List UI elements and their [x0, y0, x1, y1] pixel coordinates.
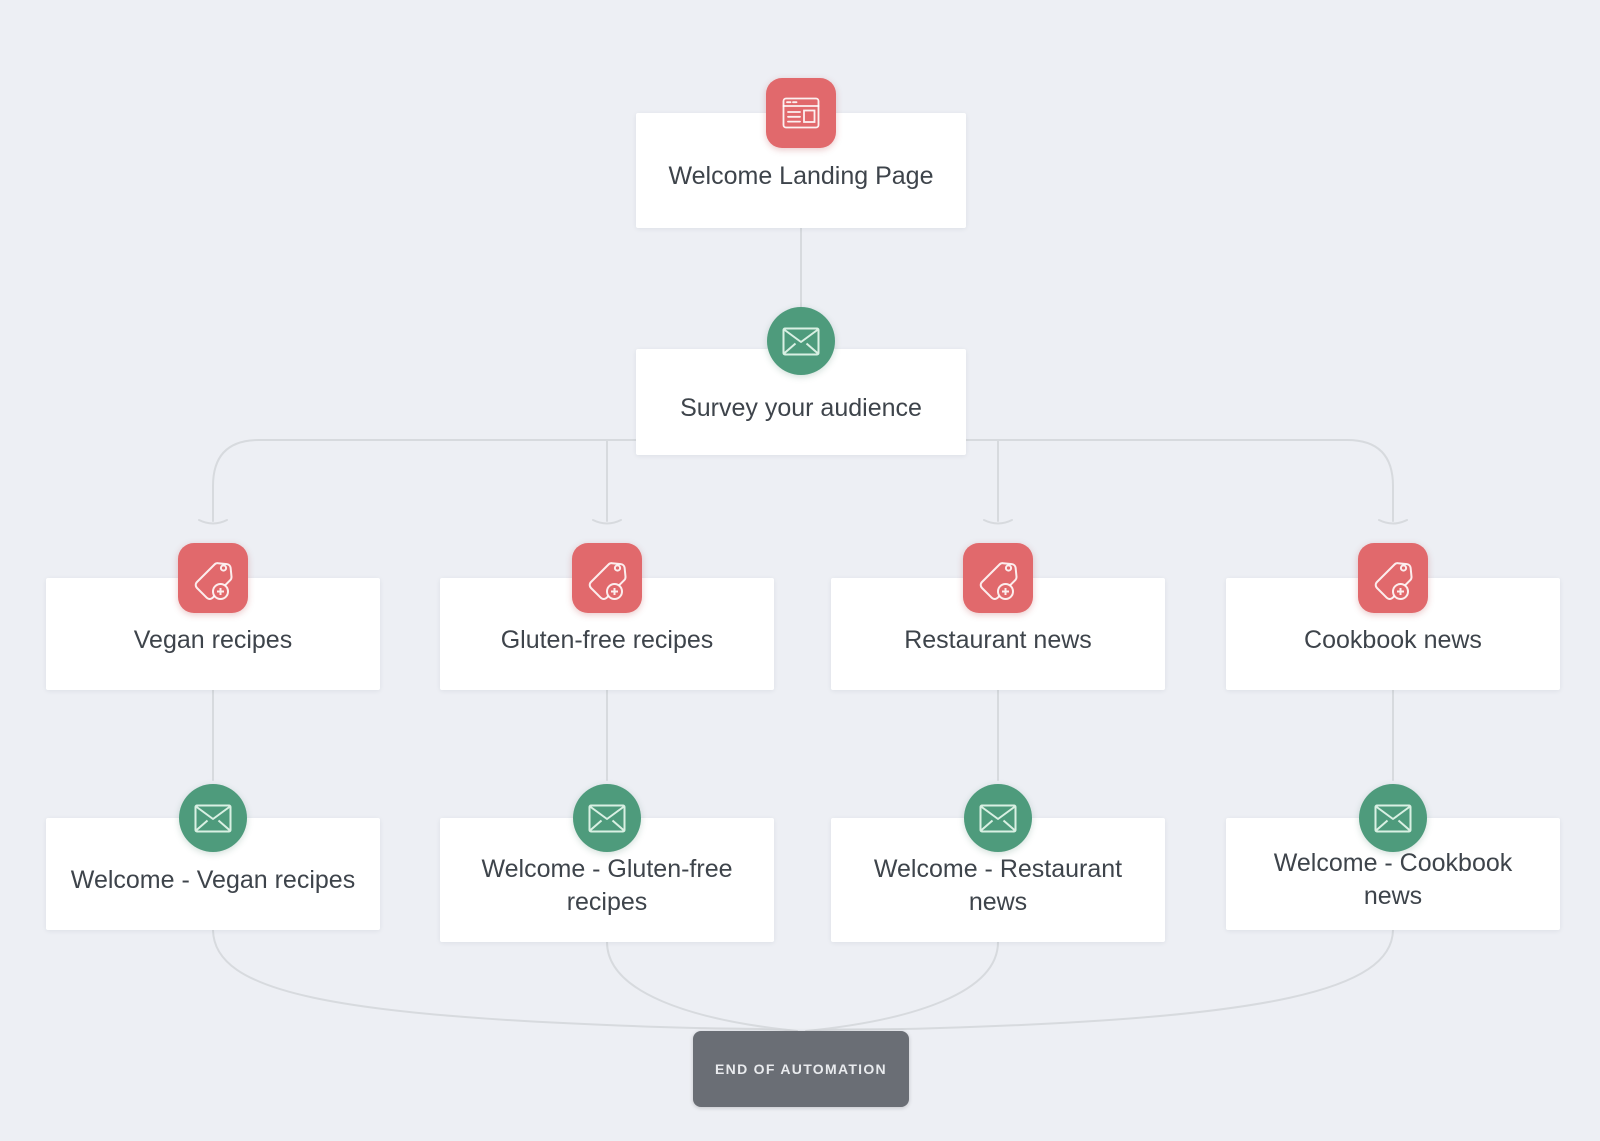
node-welcome-landing-page[interactable]: Welcome Landing Page [636, 78, 966, 228]
node-welcome-restaurant-news[interactable]: Welcome - Restaurant news [831, 784, 1165, 942]
node-cookbook-news[interactable]: Cookbook news [1226, 543, 1560, 690]
node-label: Welcome - Restaurant news [873, 855, 1123, 916]
node-label: Welcome - Gluten-free recipes [481, 855, 733, 916]
node-label: Welcome - Vegan recipes [70, 865, 356, 894]
node-survey-your-audience[interactable]: Survey your audience [636, 307, 966, 455]
node-vegan-recipes[interactable]: Vegan recipes [46, 543, 380, 690]
end-of-automation-label: END OF AUTOMATION [715, 1061, 887, 1077]
node-gluten-free-recipes[interactable]: Gluten-free recipes [440, 543, 774, 690]
tag-icon [178, 543, 248, 613]
node-label: Vegan recipes [133, 625, 293, 654]
node-welcome-gluten-free-recipes[interactable]: Welcome - Gluten-free recipes [440, 784, 774, 942]
node-restaurant-news[interactable]: Restaurant news [831, 543, 1165, 690]
node-welcome-vegan-recipes[interactable]: Welcome - Vegan recipes [46, 784, 380, 930]
envelope-icon [964, 784, 1032, 852]
node-label: Restaurant news [904, 625, 1092, 654]
end-of-automation-button[interactable]: END OF AUTOMATION [693, 1031, 909, 1107]
node-label: Gluten-free recipes [500, 625, 714, 654]
envelope-icon [767, 307, 835, 375]
envelope-icon [573, 784, 641, 852]
envelope-icon [179, 784, 247, 852]
node-welcome-cookbook-news[interactable]: Welcome - Cookbook news [1226, 784, 1560, 930]
node-label: Welcome - Cookbook news [1273, 849, 1513, 910]
landing-page-icon [766, 78, 836, 148]
node-label: Welcome Landing Page [668, 162, 934, 190]
tag-icon [572, 543, 642, 613]
tag-icon [963, 543, 1033, 613]
node-label: Survey your audience [680, 393, 922, 422]
envelope-icon [1359, 784, 1427, 852]
node-label: Cookbook news [1304, 625, 1482, 654]
tag-icon [1358, 543, 1428, 613]
